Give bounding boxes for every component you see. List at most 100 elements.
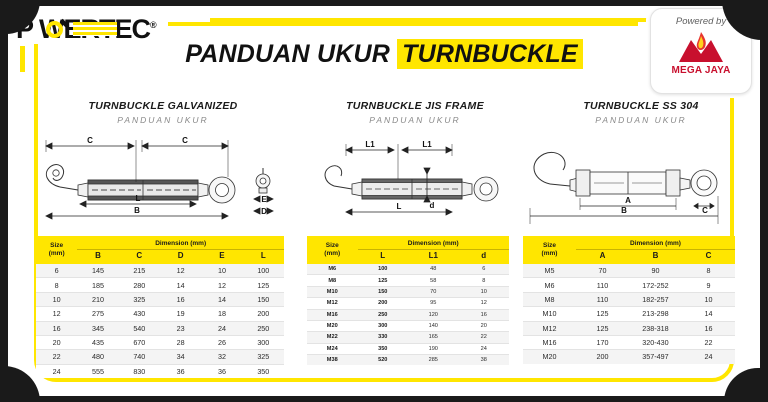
- dim-label-l: L: [397, 202, 402, 211]
- cell-e: 36: [201, 364, 243, 378]
- table-header-size: Size(mm): [523, 236, 576, 264]
- section-subtitle: PANDUAN UKUR: [117, 115, 209, 125]
- cell-b: 145: [77, 264, 119, 279]
- registered-mark: ®: [150, 20, 157, 30]
- cell-d: 34: [159, 349, 202, 365]
- cell-d: 14: [159, 277, 202, 293]
- cell-size: 24: [36, 364, 78, 378]
- section-subtitle: PANDUAN UKUR: [595, 115, 687, 125]
- table-header-size: Size(mm): [307, 236, 358, 264]
- logo-stripe-accent: [73, 22, 117, 36]
- title-part-1: PANDUAN UKUR: [185, 40, 390, 68]
- dim-label-d: d: [430, 201, 435, 210]
- cell-d: 22: [458, 331, 509, 344]
- cell-c: 740: [118, 349, 160, 365]
- table-col-l1: L1: [408, 249, 459, 264]
- dim-label-l1-left: L1: [365, 140, 375, 149]
- cell-c: 24: [682, 349, 735, 364]
- cell-l: 350: [242, 364, 284, 378]
- cell-l: 520: [357, 354, 408, 366]
- table-col-l: L: [242, 249, 284, 264]
- cell-c: 830: [118, 364, 160, 378]
- cell-b: 182-257: [629, 292, 682, 308]
- cell-size: 10: [36, 292, 78, 308]
- cell-l1: 165: [408, 331, 459, 344]
- cell-b: 213-298: [629, 306, 682, 322]
- cell-c: 9: [682, 277, 735, 293]
- cell-size: M20: [307, 320, 358, 333]
- cell-b: 238-318: [629, 321, 682, 336]
- cell-size: M24: [307, 343, 358, 356]
- cell-l: 200: [357, 297, 408, 310]
- cell-l: 250: [357, 309, 408, 321]
- cell-b: 480: [77, 349, 119, 365]
- cell-size: M20: [523, 349, 576, 364]
- cell-l1: 58: [408, 274, 459, 287]
- cell-size: 22: [36, 349, 78, 365]
- section-heading-jis-frame: TURNBUCKLE JIS FRAME PANDUAN UKUR: [300, 100, 530, 125]
- cell-l1: 48: [408, 264, 459, 276]
- cell-l1: 70: [408, 286, 459, 299]
- section-title: TURNBUCKLE SS 304: [583, 100, 699, 112]
- cell-b: 210: [77, 292, 119, 308]
- header-rule: [168, 22, 638, 26]
- cell-l1: 140: [408, 320, 459, 333]
- table-header-dimension: Dimension (mm): [77, 236, 284, 250]
- cell-size: M12: [307, 297, 358, 310]
- cell-l: 125: [242, 277, 284, 293]
- cell-size: M10: [523, 306, 576, 322]
- cell-b: 172-252: [629, 277, 682, 293]
- cell-size: M6: [307, 264, 358, 276]
- dim-label-l1-right: L1: [422, 140, 432, 149]
- table-header-dimension: Dimension (mm): [576, 236, 735, 250]
- table-col-d: d: [458, 249, 509, 264]
- cell-size: 8: [36, 277, 78, 293]
- cell-d: 16: [458, 309, 509, 321]
- cell-b: 555: [77, 364, 119, 378]
- cell-c: 10: [682, 292, 735, 308]
- table-col-c: C: [118, 249, 160, 264]
- section-heading-ss-304: TURNBUCKLE SS 304 PANDUAN UKUR: [528, 100, 754, 125]
- table-header-size: Size(mm): [36, 236, 78, 264]
- cell-l: 250: [242, 321, 284, 336]
- dim-label-c1: C: [87, 136, 93, 145]
- cell-l: 325: [242, 349, 284, 365]
- section-subtitle: PANDUAN UKUR: [369, 115, 461, 125]
- cell-a: 170: [576, 335, 629, 351]
- cell-d: 28: [159, 335, 202, 351]
- mega-jaya-label: MEGA JAYA: [671, 65, 731, 76]
- cell-size: M6: [523, 277, 576, 293]
- cell-d: 24: [458, 343, 509, 356]
- cell-l1: 95: [408, 297, 459, 310]
- cell-d: 19: [159, 306, 202, 322]
- title-highlight: TURNBUCKLE: [397, 39, 583, 69]
- cell-size: 16: [36, 321, 78, 336]
- dim-label-b: B: [621, 206, 627, 215]
- cell-c: 670: [118, 335, 160, 351]
- dim-label-a: A: [625, 196, 631, 205]
- cell-size: M38: [307, 354, 358, 366]
- cell-l1: 285: [408, 354, 459, 366]
- cell-l: 350: [357, 343, 408, 356]
- cell-b: 90: [629, 264, 682, 279]
- cell-d: 10: [458, 286, 509, 299]
- cell-b: 185: [77, 277, 119, 293]
- cell-l1: 120: [408, 309, 459, 321]
- table-col-l: L: [357, 249, 408, 264]
- cell-a: 110: [576, 292, 629, 308]
- logo-accent-bar: [20, 46, 25, 72]
